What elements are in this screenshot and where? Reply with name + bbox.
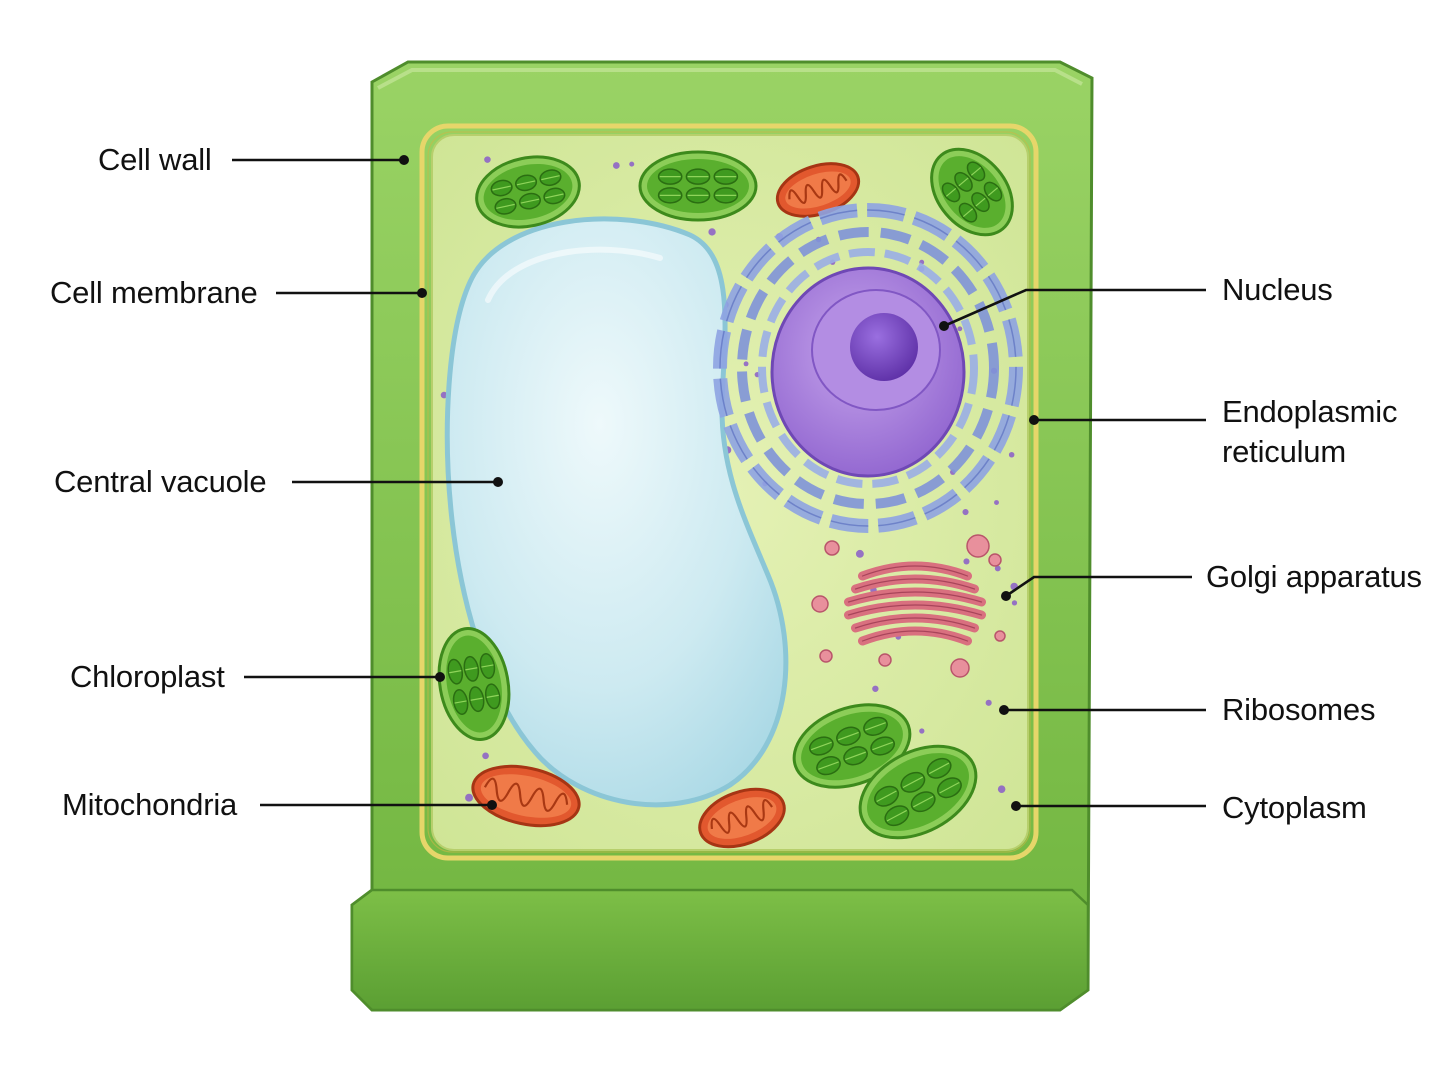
- label-ribosomes: Ribosomes: [1222, 692, 1376, 727]
- chloroplast: [437, 627, 511, 741]
- label-central-vacuole: Central vacuole: [54, 464, 267, 499]
- label-endoplasmic-reticulum-line2: reticulum: [1222, 434, 1346, 469]
- chloroplast: [930, 147, 1014, 237]
- label-nucleus: Nucleus: [1222, 272, 1333, 307]
- golgi-apparatus: [811, 534, 1006, 678]
- chloroplast: [475, 155, 581, 229]
- leader-lines: [232, 155, 1206, 811]
- label-cell-wall: Cell wall: [98, 142, 212, 177]
- nucleus: [770, 266, 966, 478]
- mitochondrion: [775, 162, 861, 218]
- mitochondria-group: [471, 162, 861, 849]
- chloroplast: [792, 703, 912, 789]
- mitochondrion: [698, 787, 786, 849]
- label-mitochondria: Mitochondria: [62, 787, 238, 822]
- label-chloroplast: Chloroplast: [70, 659, 225, 694]
- endoplasmic-reticulum: [713, 203, 1023, 533]
- chloroplast: [858, 744, 978, 840]
- cell-membrane: [419, 123, 1039, 861]
- label-cytoplasm: Cytoplasm: [1222, 790, 1367, 825]
- chloroplast: [638, 150, 758, 222]
- mitochondrion: [471, 764, 581, 828]
- label-cell-membrane: Cell membrane: [50, 275, 258, 310]
- central-vacuole: [444, 216, 789, 808]
- label-golgi-apparatus: Golgi apparatus: [1206, 559, 1422, 594]
- label-endoplasmic-reticulum-line1: Endoplasmic: [1222, 394, 1398, 429]
- chloroplasts: [437, 147, 1014, 840]
